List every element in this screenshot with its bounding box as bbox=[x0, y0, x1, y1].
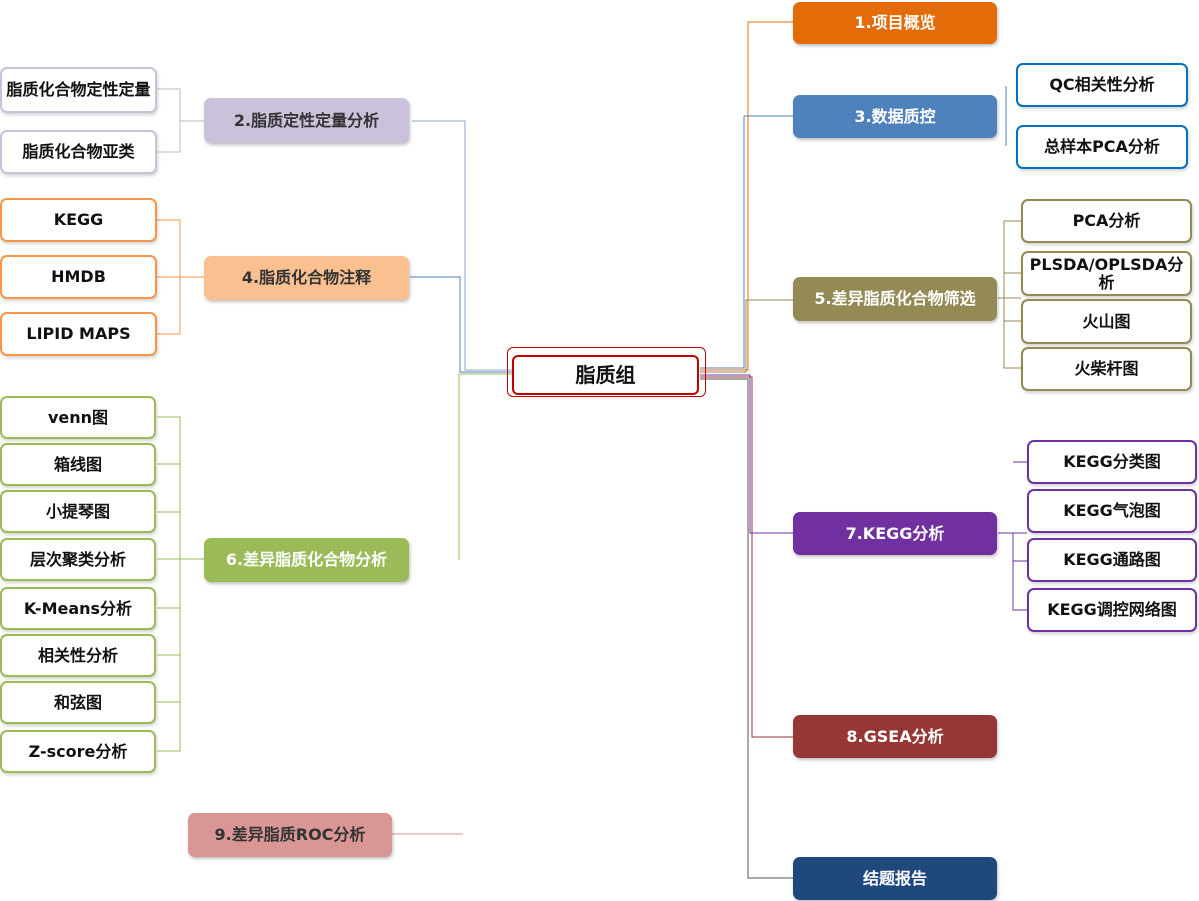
leaf-label: 脂质化合物定性定量 bbox=[6, 80, 151, 99]
leaf-n3-1[interactable]: QC相关性分析 bbox=[1016, 63, 1188, 107]
leaf-label: 火山图 bbox=[1082, 311, 1131, 331]
connector-n4 bbox=[410, 276, 512, 373]
center-node-label: 脂质组 bbox=[575, 363, 636, 387]
bracket-n2 bbox=[157, 88, 181, 153]
connector-n1 bbox=[700, 21, 793, 371]
leaf-label: 箱线图 bbox=[53, 454, 102, 474]
leaf-label: 脂质化合物亚类 bbox=[22, 142, 135, 161]
connector-n8 bbox=[700, 376, 793, 738]
leaf-label: 小提琴图 bbox=[45, 501, 110, 521]
leaf-n6-1[interactable]: venn图 bbox=[0, 396, 156, 439]
leaf-label: QC相关性分析 bbox=[1049, 75, 1155, 94]
connector-n6 bbox=[458, 373, 512, 560]
leaf-n5-3[interactable]: 火山图 bbox=[1021, 299, 1192, 344]
node-gsea[interactable]: 8.GSEA分析 bbox=[793, 715, 997, 758]
center-node-outline bbox=[507, 347, 706, 397]
leaf-n6-3[interactable]: 小提琴图 bbox=[0, 490, 156, 533]
node-roc[interactable]: 9.差异脂质ROC分析 bbox=[188, 813, 392, 857]
leaf-label: PCA分析 bbox=[1072, 211, 1141, 230]
node-diff-analysis[interactable]: 6.差异脂质化合物分析 bbox=[204, 538, 409, 582]
leaf-n5-1[interactable]: PCA分析 bbox=[1021, 199, 1192, 243]
connector-n5 bbox=[700, 299, 793, 373]
leaf-label: KEGG调控网络图 bbox=[1047, 600, 1177, 619]
leaf-label: 层次聚类分析 bbox=[29, 549, 126, 569]
leaf-label: 和弦图 bbox=[53, 692, 102, 712]
node-lipid-quant[interactable]: 2.脂质定性定量分析 bbox=[204, 98, 409, 143]
leaf-n6-6[interactable]: 相关性分析 bbox=[0, 634, 156, 677]
node-label: 2.脂质定性定量分析 bbox=[233, 110, 380, 130]
leaf-label: PLSDA/OPLSDA分析 bbox=[1029, 254, 1184, 292]
leaf-n2-1[interactable]: 脂质化合物定性定量 bbox=[0, 67, 157, 113]
connector-n3 bbox=[700, 115, 793, 369]
bracket-n7 bbox=[1012, 532, 1027, 611]
node-label: 5.差异脂质化合物筛选 bbox=[814, 289, 976, 308]
leaf-n7-1[interactable]: KEGG分类图 bbox=[1027, 440, 1197, 484]
node-project-overview[interactable]: 1.项目概览 bbox=[793, 2, 997, 44]
node-report[interactable]: 结题报告 bbox=[793, 857, 997, 900]
leaf-n5-4[interactable]: 火柴杆图 bbox=[1021, 347, 1192, 391]
leaf-label: KEGG气泡图 bbox=[1063, 501, 1161, 520]
center-node[interactable]: 脂质组 bbox=[512, 355, 699, 395]
connector-n2 bbox=[412, 120, 512, 371]
connector-n7 bbox=[700, 374, 793, 534]
leaf-n7-2[interactable]: KEGG气泡图 bbox=[1027, 489, 1197, 533]
leaf-label: 总样本PCA分析 bbox=[1044, 137, 1160, 156]
leaf-label: 火柴杆图 bbox=[1074, 359, 1139, 378]
leaf-n6-4[interactable]: 层次聚类分析 bbox=[0, 538, 156, 581]
leaf-n3-2[interactable]: 总样本PCA分析 bbox=[1016, 125, 1188, 169]
leaf-label: venn图 bbox=[47, 407, 109, 427]
leaf-n6-5[interactable]: K-Means分析 bbox=[0, 587, 156, 630]
connector-report bbox=[700, 378, 793, 879]
leaf-label: KEGG bbox=[53, 210, 104, 229]
bracket-n5 bbox=[1003, 220, 1021, 369]
leaf-n4-1[interactable]: KEGG bbox=[0, 198, 157, 242]
node-label: 3.数据质控 bbox=[854, 106, 936, 126]
node-label: 9.差异脂质ROC分析 bbox=[214, 825, 366, 844]
leaf-label: 相关性分析 bbox=[37, 645, 118, 665]
leaf-label: Z-score分析 bbox=[28, 741, 128, 761]
node-label: 结题报告 bbox=[862, 868, 927, 888]
node-label: 4.脂质化合物注释 bbox=[241, 268, 372, 287]
node-label: 6.差异脂质化合物分析 bbox=[225, 550, 388, 569]
leaf-label: LIPID MAPS bbox=[26, 324, 131, 343]
node-annotation[interactable]: 4.脂质化合物注释 bbox=[204, 256, 409, 300]
node-label: 1.项目概览 bbox=[854, 13, 936, 32]
leaf-n6-7[interactable]: 和弦图 bbox=[0, 681, 156, 724]
leaf-label: KEGG分类图 bbox=[1063, 452, 1161, 471]
leaf-label: HMDB bbox=[51, 267, 106, 286]
leaf-n4-2[interactable]: HMDB bbox=[0, 255, 157, 299]
leaf-n5-2[interactable]: PLSDA/OPLSDA分析 bbox=[1021, 251, 1192, 296]
leaf-n4-3[interactable]: LIPID MAPS bbox=[0, 312, 157, 356]
leaf-n7-3[interactable]: KEGG通路图 bbox=[1027, 538, 1197, 582]
node-label: 7.KEGG分析 bbox=[845, 523, 945, 543]
bracket-n6 bbox=[157, 416, 181, 752]
node-kegg[interactable]: 7.KEGG分析 bbox=[793, 512, 997, 555]
leaf-n2-2[interactable]: 脂质化合物亚类 bbox=[0, 130, 157, 174]
node-data-qc[interactable]: 3.数据质控 bbox=[793, 95, 997, 138]
leaf-label: K-Means分析 bbox=[23, 598, 133, 618]
node-label: 8.GSEA分析 bbox=[846, 726, 944, 746]
leaf-n6-8[interactable]: Z-score分析 bbox=[0, 730, 156, 773]
leaf-n7-4[interactable]: KEGG调控网络图 bbox=[1027, 588, 1197, 632]
node-diff-screen[interactable]: 5.差异脂质化合物筛选 bbox=[793, 277, 997, 321]
leaf-label: KEGG通路图 bbox=[1063, 550, 1161, 569]
leaf-n6-2[interactable]: 箱线图 bbox=[0, 443, 156, 486]
